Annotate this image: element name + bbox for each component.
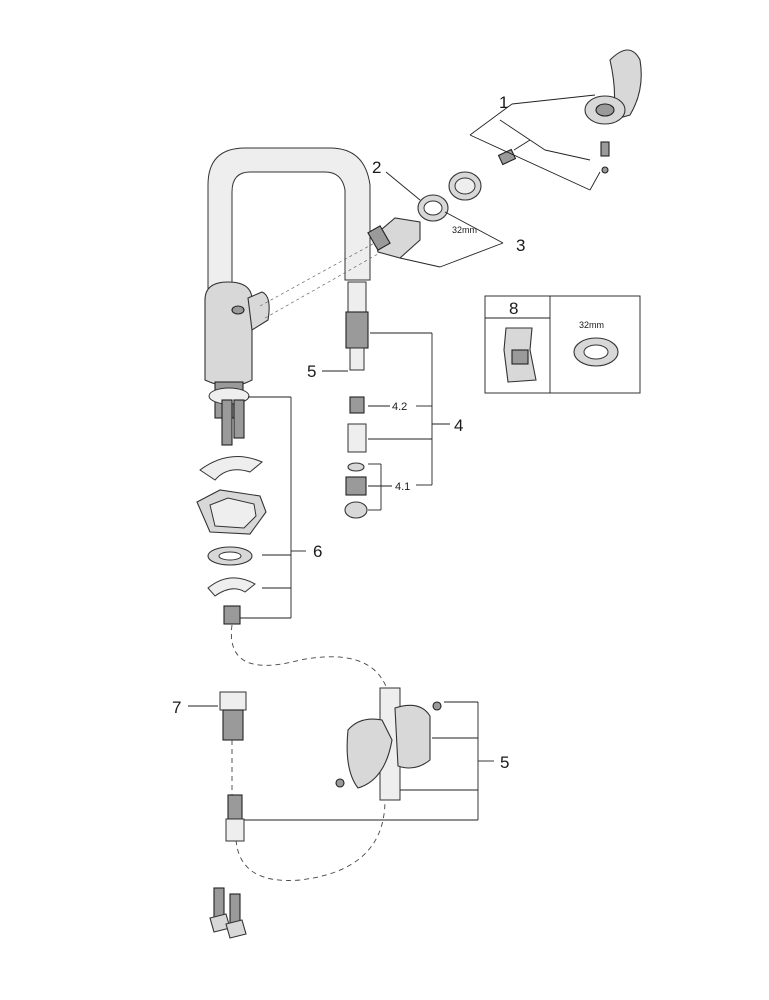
mounting-kit <box>196 456 267 625</box>
cover-cap <box>448 171 482 201</box>
assembly-guide-line <box>259 239 381 307</box>
handle-screw <box>497 139 531 166</box>
faucet-body <box>204 147 371 446</box>
callout-2: 2 <box>372 158 381 177</box>
callout-8: 8 <box>509 299 518 318</box>
cartridge <box>367 217 421 259</box>
dimension-cartridge-nut: 32mm <box>452 225 477 235</box>
quick-connector <box>219 691 247 741</box>
leader-lines <box>188 94 601 821</box>
lever-handle <box>584 49 642 174</box>
callout-7: 7 <box>172 698 181 717</box>
callout-5-lower: 5 <box>500 753 509 772</box>
callout-5-upper: 5 <box>307 362 316 381</box>
callout-4-2: 4.2 <box>392 401 407 413</box>
dimension-inset-nut: 32mm <box>579 320 604 330</box>
hose-line <box>230 624 391 701</box>
callout-4: 4 <box>454 416 463 435</box>
callout-4-1: 4.1 <box>395 481 410 493</box>
aerator-parts <box>344 396 368 519</box>
callout-6: 6 <box>313 542 322 561</box>
callout-3: 3 <box>516 236 525 255</box>
hose-line <box>235 799 386 881</box>
hose-weight-clip <box>225 687 442 842</box>
assembly-guide-line <box>264 249 386 319</box>
ring-nut <box>417 194 449 222</box>
spray-head <box>345 281 369 371</box>
spare-parts-inset <box>484 295 641 394</box>
callout-1: 1 <box>499 93 508 112</box>
supply-hoses <box>209 887 247 939</box>
